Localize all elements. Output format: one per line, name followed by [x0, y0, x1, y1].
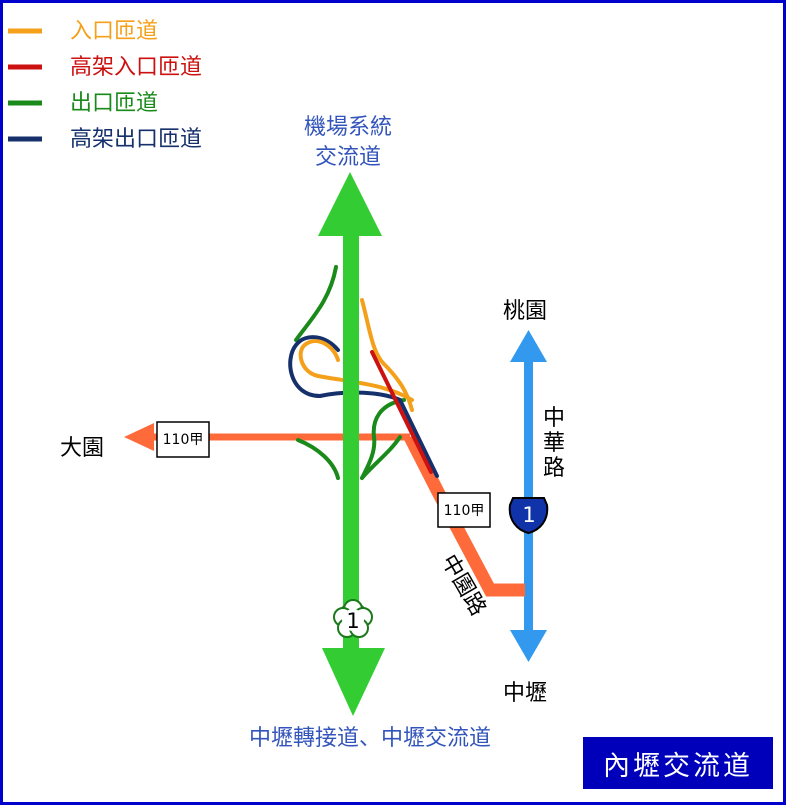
- exit-ramp-nw: [294, 265, 338, 342]
- east-south-destination: 中壢: [503, 681, 547, 706]
- exit-ramp-ne: [360, 398, 406, 480]
- freeway-shield-number: 1: [346, 609, 359, 633]
- west-destination: 大園: [60, 436, 104, 461]
- legend-label-elevated-exit: 高架出口匝道: [70, 127, 202, 152]
- route-110a-sign-west-text: 110甲: [163, 432, 204, 448]
- freeway-1: [318, 172, 385, 716]
- north-destination-line1: 機場系統: [304, 115, 392, 140]
- route-110a-sign-diagonal-text: 110甲: [444, 503, 485, 519]
- legend: 入口匝道 高架入口匝道 出口匝道 高架出口匝道: [8, 19, 202, 152]
- legend-label-entrance: 入口匝道: [70, 19, 158, 44]
- ramps: [288, 265, 439, 480]
- east-north-destination: 桃園: [503, 299, 547, 324]
- expressway-shield: 1: [508, 497, 549, 535]
- south-destination: 中壢轉接道、中壢交流道: [249, 726, 491, 751]
- zhonghua-label-2: 華: [543, 431, 565, 456]
- entrance-ramp-loop: [298, 339, 414, 402]
- route-110a-sign-west: 110甲: [156, 421, 210, 458]
- route-110a-sign-diagonal: 110甲: [437, 492, 491, 528]
- elevated-exit-ramp: [288, 335, 439, 478]
- expressway-shield-number: 1: [522, 503, 535, 527]
- elevated-entrance-ramp: [370, 350, 433, 474]
- zhonghua-road: [510, 330, 547, 662]
- north-destination-line2: 交流道: [315, 145, 381, 170]
- exit-ramp-se: [360, 435, 402, 480]
- zhonghua-label-1: 中: [543, 406, 565, 431]
- interchange-title: 內壢交流道: [583, 737, 773, 789]
- freeway-shield: 1: [333, 599, 373, 638]
- zhonghua-label-3: 路: [543, 456, 565, 481]
- legend-label-elevated-entrance: 高架入口匝道: [70, 55, 202, 80]
- exit-ramp-sw: [296, 438, 340, 480]
- legend-label-exit: 出口匝道: [70, 91, 158, 116]
